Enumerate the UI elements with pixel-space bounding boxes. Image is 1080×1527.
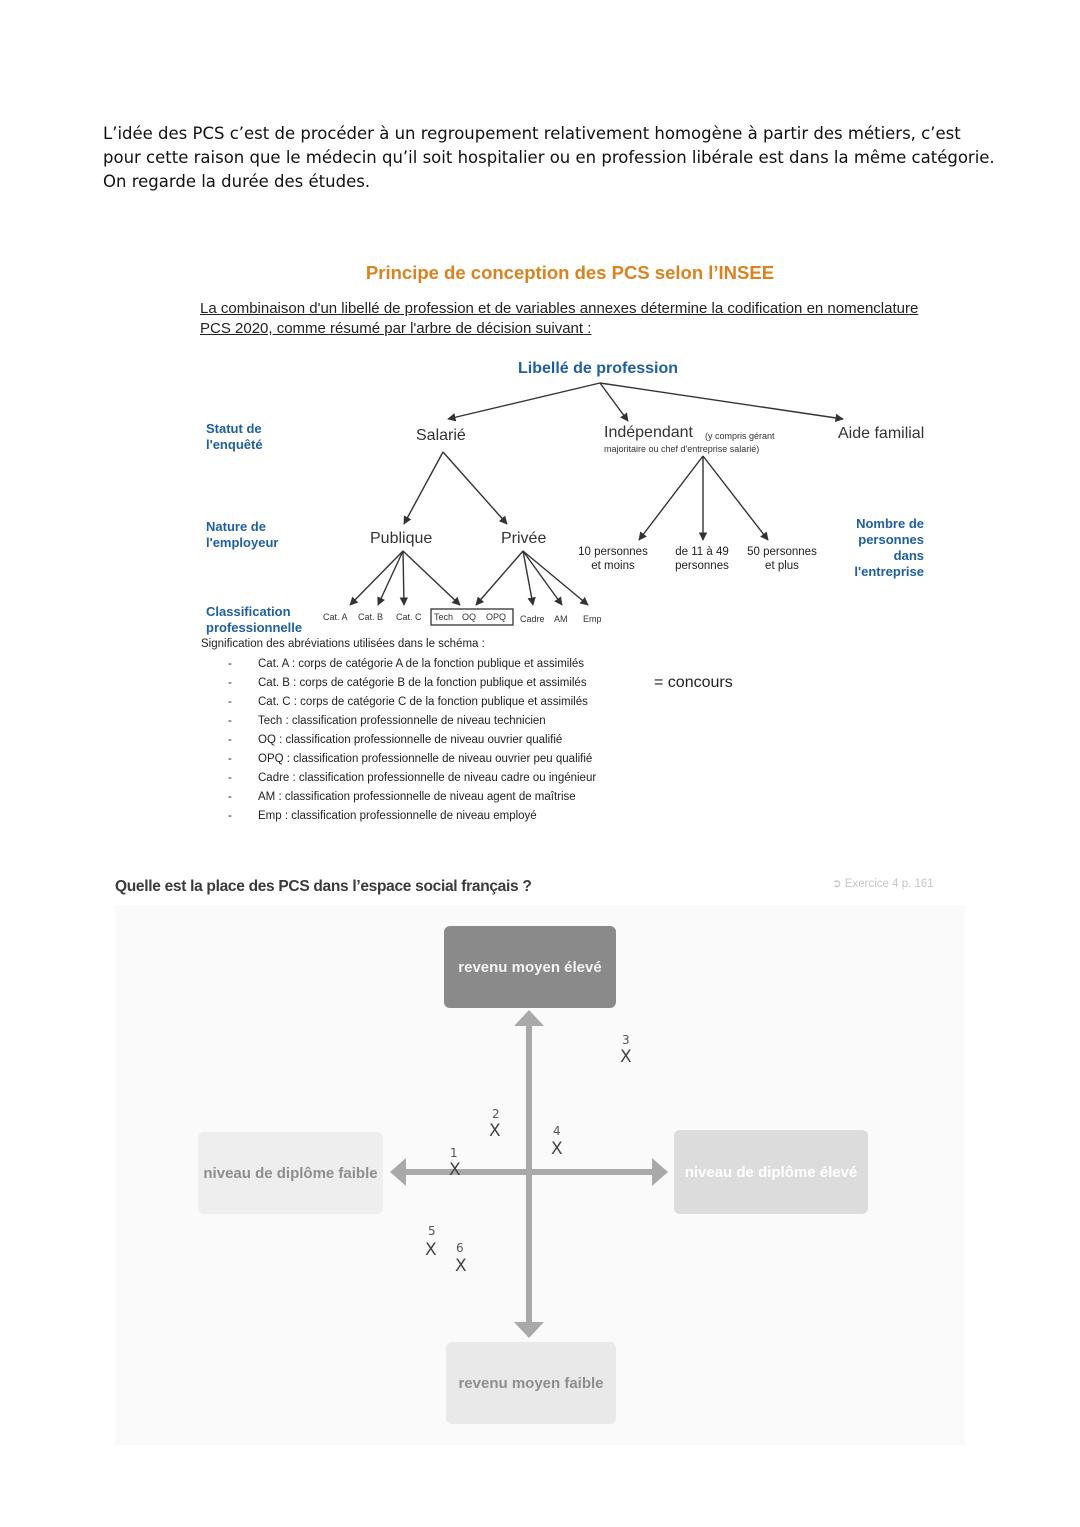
size-large: 50 personnes et plus [747,546,817,572]
mark-3-number: 3 [622,1033,630,1047]
leaf-opq: OPQ [486,612,507,622]
box-revenu-eleve: revenu moyen élevé [444,926,616,1008]
box-diplome-faible: niveau de diplôme faible [198,1132,383,1214]
size-medium: de 11 à 49 personnes [675,546,729,572]
label-classification: Classification professionnelle [206,604,303,635]
node-aide-familial: Aide familial [838,425,925,442]
list-item: Tech : classification professionnelle de… [228,712,596,731]
box-revenu-faible: revenu moyen faible [446,1342,616,1424]
mark-4-number: 4 [553,1124,561,1138]
label-statut: Statut de l'enquêté [206,421,263,452]
mark-4-cross: X [551,1139,563,1159]
exercise-reference: ➲ Exercice 4 p. 161 [832,878,934,890]
node-privee: Privée [501,530,547,547]
mark-6-number: 6 [456,1241,464,1255]
list-item: AM : classification professionnelle de n… [228,788,596,807]
legend-list: Cat. A : corps de catégorie A de la fonc… [228,655,596,826]
tree-lead: La combinaison d'un libellé de professio… [200,300,919,337]
list-item: Cadre : classification professionnelle d… [228,769,596,788]
independant-note-2: majoritaire ou chef d'entreprise salarié… [604,444,760,454]
tree-root: Libellé de profession [518,360,679,377]
independant-note-1: (y compris gérant [705,431,775,441]
mark-5-cross: X [425,1240,437,1260]
list-item: Cat. B : corps de catégorie B de la fonc… [228,674,596,693]
arrow-circle-icon: ➲ [832,878,842,890]
leaf-tech: Tech [434,612,454,622]
node-independant: Indépendant [604,424,693,441]
mark-1-cross: X [449,1160,461,1180]
list-item: OPQ : classification professionnelle de … [228,750,596,769]
leaf-emp: Emp [583,614,602,624]
mark-5-number: 5 [428,1224,436,1238]
list-item: Emp : classification professionnelle de … [228,807,596,826]
node-publique: Publique [370,530,433,547]
mark-3-cross: X [620,1047,632,1067]
legend-title: Signification des abréviations utilisées… [201,638,485,650]
mark-2-number: 2 [492,1107,500,1121]
mark-2-cross: X [489,1121,501,1141]
space-question: Quelle est la place des PCS dans l’espac… [115,878,532,895]
leaf-cat-c: Cat. C [396,612,422,622]
leaf-am: AM [554,614,568,624]
label-nombre: Nombre de personnes dans l'entreprise [854,516,924,579]
list-item: OQ : classification professionnelle de n… [228,731,596,750]
box-diplome-eleve: niveau de diplôme élevé [674,1130,868,1214]
leaf-cat-b: Cat. B [358,612,384,622]
mark-6-cross: X [455,1256,467,1276]
mark-1-number: 1 [450,1146,458,1160]
label-nature: Nature de l'employeur [206,519,279,550]
leaf-cat-a: Cat. A [323,612,348,622]
leaf-cadre: Cadre [520,614,545,624]
list-item: Cat. C : corps de catégorie C de la fonc… [228,693,596,712]
leaf-oq: OQ [462,612,477,622]
size-small: 10 personnes et moins [578,546,648,572]
node-salarie: Salarié [416,427,466,444]
tree-title: Principe de conception des PCS selon l’I… [365,262,775,283]
intro-paragraph: L’idée des PCS c’est de procéder à un re… [103,124,995,191]
list-item: Cat. A : corps de catégorie A de la fonc… [228,655,596,674]
concours-annotation: = concours [654,674,733,691]
